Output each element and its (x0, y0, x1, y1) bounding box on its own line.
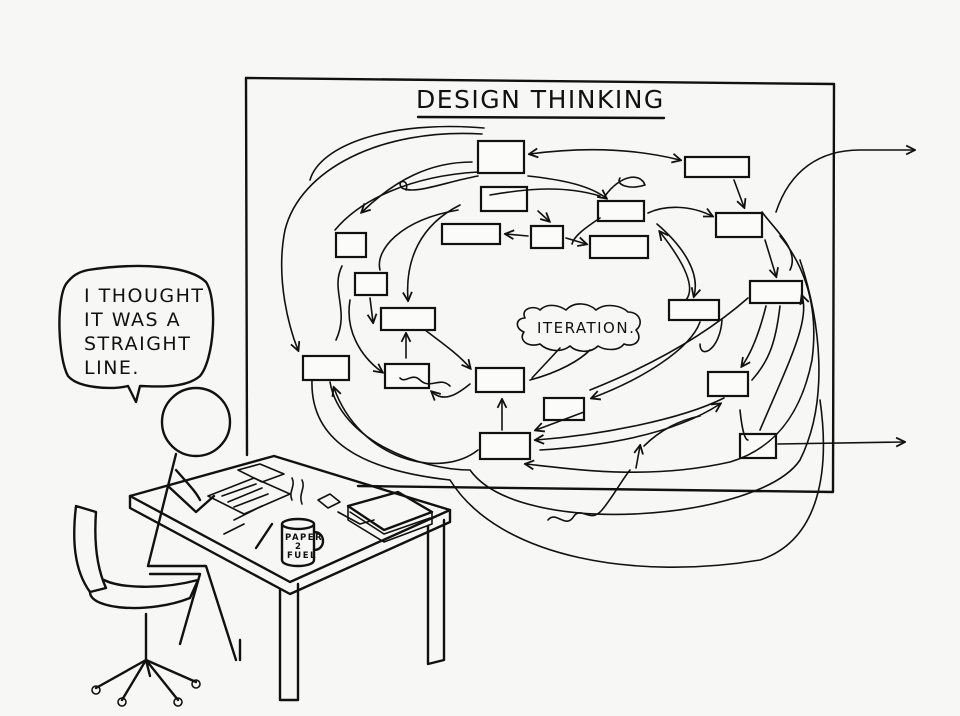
flow-box (529, 224, 565, 250)
board-title: DESIGN THINKING (416, 85, 666, 120)
desk (128, 454, 452, 702)
coffee-mug: PAPER 2 FUEL (280, 477, 328, 568)
flow-box (748, 279, 804, 305)
speech-line: LINE. (84, 357, 140, 379)
flow-box (383, 362, 431, 390)
flow-box (334, 231, 368, 259)
speech-text: I THOUGHT IT WAS A STRAIGHT LINE. (84, 285, 212, 379)
flow-box (379, 306, 437, 332)
flow-box (440, 222, 502, 246)
flowchart-arrows (280, 125, 914, 568)
iteration-cloud: ITERATION. (516, 303, 641, 379)
flowchart-boxes (301, 139, 804, 461)
figure-arm (174, 468, 202, 502)
mug-line: FUEL (287, 551, 317, 561)
flow-box (596, 199, 646, 223)
flow-box (478, 431, 532, 461)
figure-leg (146, 564, 238, 662)
flow-box (667, 298, 721, 322)
mug-line: PAPER (285, 533, 323, 543)
pencil (254, 522, 274, 550)
speech-line: I THOUGHT (84, 285, 205, 307)
speech-bubble: I THOUGHT IT WAS A STRAIGHT LINE. (58, 264, 215, 404)
whiteboard (244, 76, 836, 494)
flow-box (683, 155, 751, 179)
figure-arm (166, 484, 216, 514)
iteration-label: ITERATION. (537, 319, 635, 337)
mug-line: 2 (295, 542, 302, 552)
flow-box (476, 139, 526, 175)
office-chair (73, 504, 201, 707)
figure-leg (148, 572, 202, 646)
flow-box (714, 211, 764, 239)
flow-box (588, 234, 650, 260)
figure-head (160, 386, 232, 458)
figure-body (146, 452, 178, 568)
desk-items (207, 463, 434, 550)
speech-line: IT WAS A (84, 309, 181, 331)
stick-figure (146, 386, 238, 662)
mug-label: PAPER 2 FUEL (285, 533, 328, 561)
board-title-text: DESIGN THINKING (416, 85, 665, 114)
flow-box (353, 271, 389, 297)
flow-box (301, 354, 351, 382)
flow-box (474, 366, 526, 394)
paper-sheet (207, 477, 291, 515)
flow-box (706, 370, 750, 398)
speech-line: STRAIGHT (84, 333, 191, 355)
flow-box (542, 396, 586, 422)
